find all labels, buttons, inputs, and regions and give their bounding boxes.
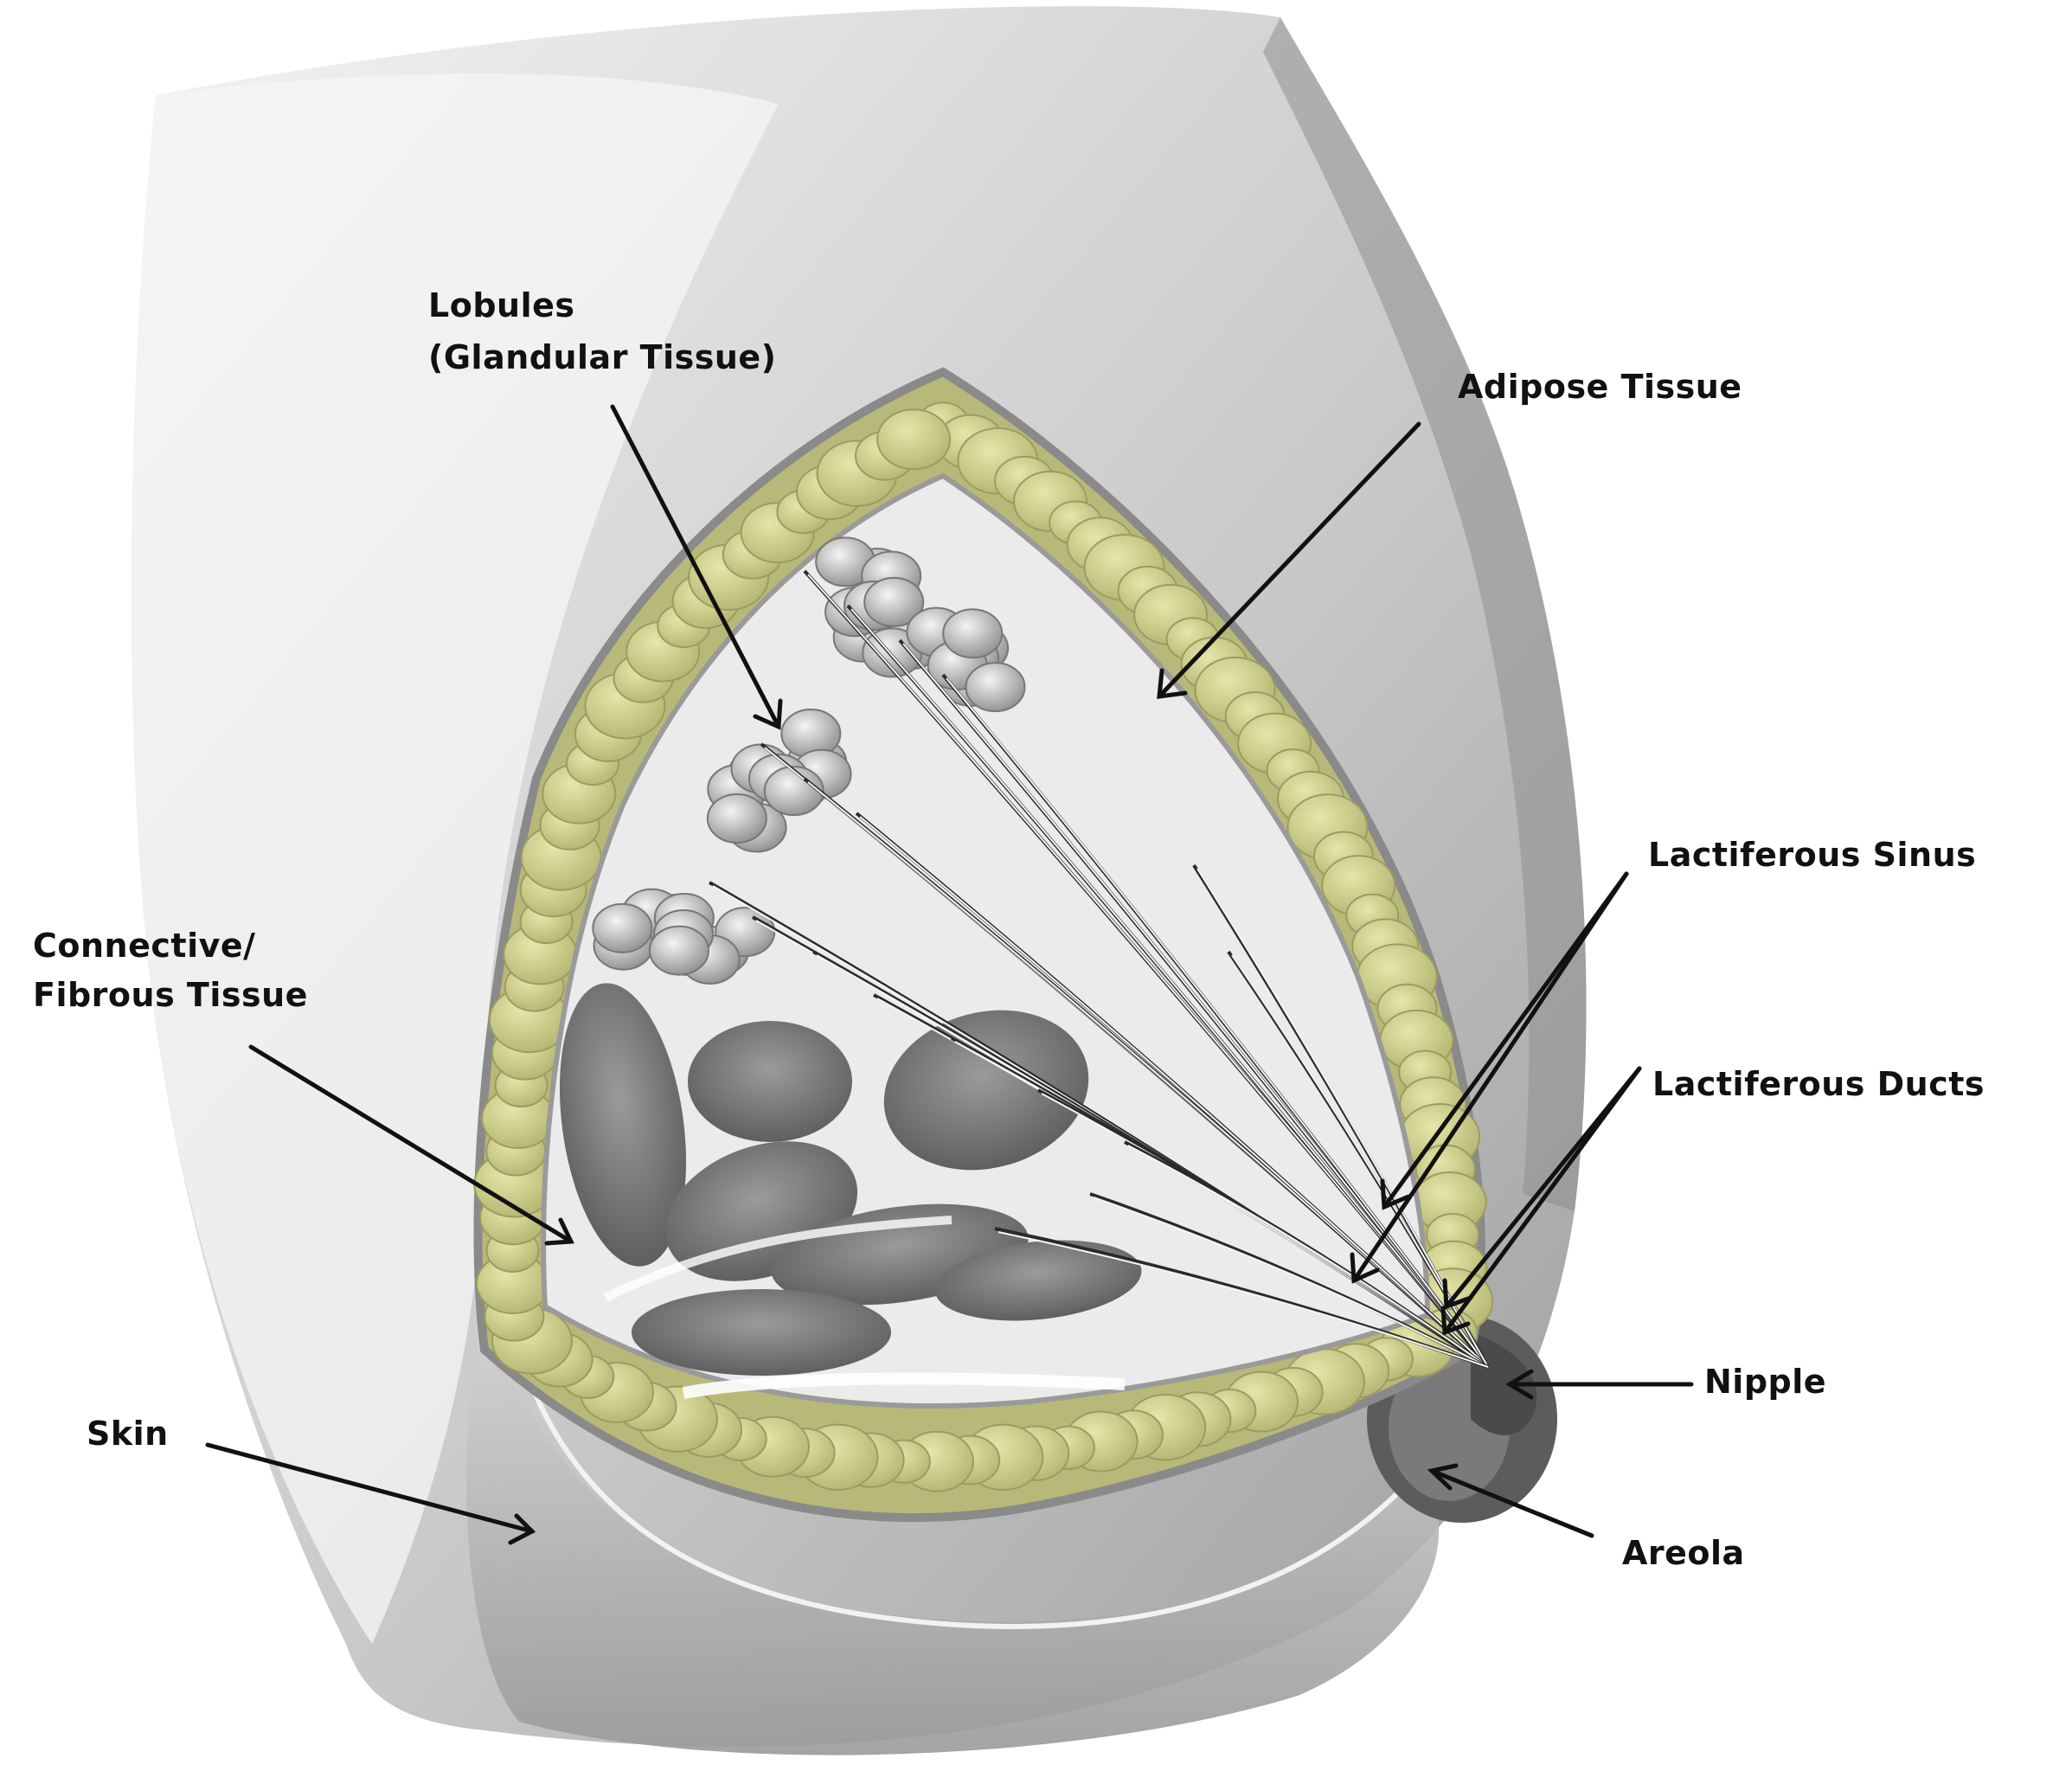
gland-lobe <box>648 925 709 976</box>
gland-lobe <box>592 902 653 953</box>
lactiferous-ducts-arrows <box>1440 1066 1642 1336</box>
adipose-arrow <box>1157 421 1421 699</box>
areola-label: Areola <box>1622 1534 1745 1572</box>
connective-tissue <box>559 983 1142 1399</box>
gland-lobe <box>763 766 824 817</box>
lactiferous-ducts-label: Lactiferous Ducts <box>1652 1065 1985 1103</box>
glandular-lobules <box>592 536 1026 985</box>
lobules-arrow <box>610 404 783 730</box>
gland-lobe <box>863 576 925 627</box>
nipple-arrow <box>1505 1369 1694 1400</box>
nipple-shape <box>1471 1332 1537 1435</box>
connective-arrow <box>248 1044 574 1246</box>
glandular-tissue-label: (Glandular Tissue) <box>428 338 777 376</box>
adipose-lobes <box>473 401 1494 1492</box>
skin-label: Skin <box>87 1415 169 1453</box>
duct-highlight <box>998 1231 1489 1368</box>
duct-highlight <box>859 816 1489 1368</box>
skin-arrow <box>205 1442 536 1545</box>
duct-highlight <box>902 643 1489 1368</box>
areola-arrow <box>1427 1463 1594 1538</box>
duct-highlight <box>1093 1197 1489 1368</box>
duct-highlight <box>1127 1145 1489 1368</box>
leader-lines <box>205 404 1694 1545</box>
gland-lobe <box>942 608 1004 659</box>
gland-lobe <box>965 662 1026 713</box>
nipple-label: Nipple <box>1704 1363 1827 1401</box>
lobules-label: Lobules <box>428 286 575 324</box>
duct-highlight <box>946 677 1489 1368</box>
lactiferous-ducts-lines <box>708 569 1490 1369</box>
fat-lobe <box>876 408 952 471</box>
connective-label: Connective/ <box>33 927 256 965</box>
gland-lobe <box>706 793 767 844</box>
adipose-tissue-label: Adipose Tissue <box>1458 368 1742 406</box>
lactiferous-sinus-arrows <box>1350 871 1629 1284</box>
lactiferous-sinus-label: Lactiferous Sinus <box>1648 836 1977 874</box>
duct-highlight <box>850 608 1489 1368</box>
fibrous-tissue-label: Fibrous Tissue <box>33 976 308 1014</box>
